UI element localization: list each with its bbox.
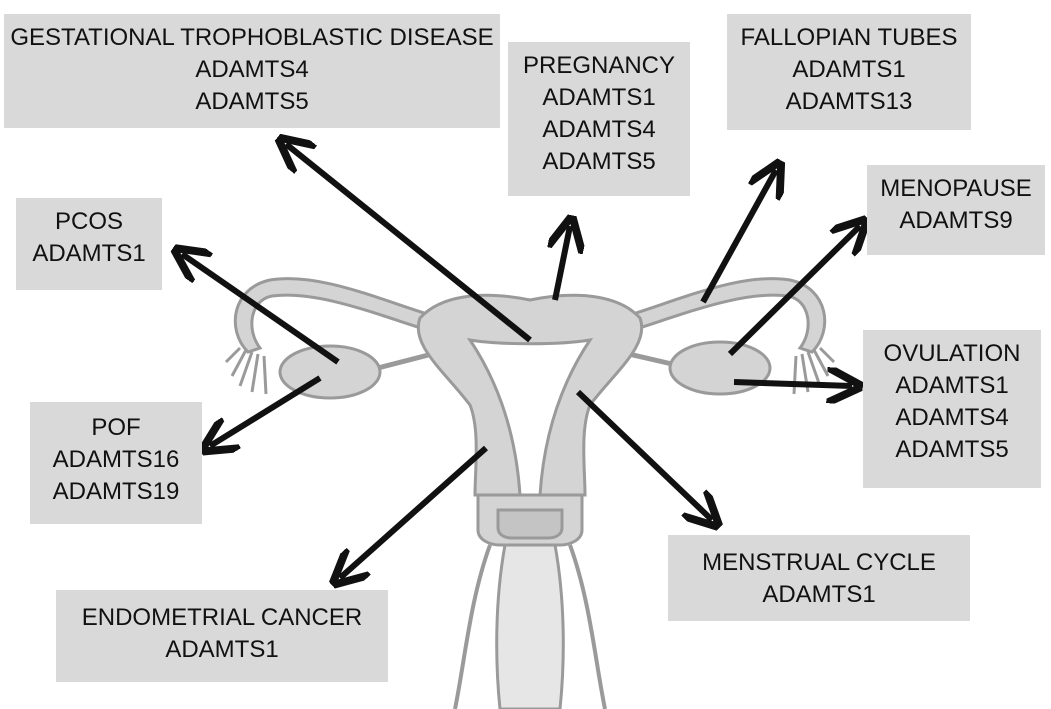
gene-label: ADAMTS5 xyxy=(508,146,690,178)
ovulation-box: OVULATION ADAMTS1 ADAMTS4 ADAMTS5 xyxy=(863,330,1041,488)
gene-label: ADAMTS4 xyxy=(4,54,500,86)
gene-label: ADAMTS1 xyxy=(56,634,388,666)
gene-label: ADAMTS5 xyxy=(4,86,500,118)
pcos-box: PCOS ADAMTS1 xyxy=(16,198,162,290)
box-title: MENOPAUSE xyxy=(867,173,1045,205)
gene-label: ADAMTS4 xyxy=(508,114,690,146)
fallopian-tubes-box: FALLOPIAN TUBES ADAMTS1 ADAMTS13 xyxy=(727,14,971,130)
gestational-trophoblastic-disease-box: GESTATIONAL TROPHOBLASTIC DISEASE ADAMTS… xyxy=(4,14,500,128)
gene-label: ADAMTS4 xyxy=(863,402,1041,434)
gene-label: ADAMTS9 xyxy=(867,205,1045,237)
box-title: ENDOMETRIAL CANCER xyxy=(56,602,388,634)
gene-label: ADAMTS1 xyxy=(508,82,690,114)
box-title: MENSTRUAL CYCLE xyxy=(668,547,970,579)
box-title: GESTATIONAL TROPHOBLASTIC DISEASE xyxy=(4,22,500,54)
gene-label: ADAMTS1 xyxy=(668,579,970,611)
endometrial-cancer-box: ENDOMETRIAL CANCER ADAMTS1 xyxy=(56,590,388,682)
vaginal-canal xyxy=(497,545,564,709)
box-title: PREGNANCY xyxy=(508,50,690,82)
cervix-inner xyxy=(498,510,562,538)
box-title: OVULATION xyxy=(863,338,1041,370)
menopause-box: MENOPAUSE ADAMTS9 xyxy=(867,165,1045,255)
arrow-menstrual-cycle xyxy=(578,392,712,520)
arrow-pregnancy xyxy=(555,226,570,300)
pregnancy-box: PREGNANCY ADAMTS1 ADAMTS4 ADAMTS5 xyxy=(508,42,690,196)
box-title: POF xyxy=(30,412,202,444)
pof-box: POF ADAMTS16 ADAMTS19 xyxy=(30,402,202,524)
gene-label: ADAMTS13 xyxy=(727,86,971,118)
left-fimbriae xyxy=(226,348,266,394)
gene-label: ADAMTS1 xyxy=(863,370,1041,402)
gene-label: ADAMTS5 xyxy=(863,434,1041,466)
gene-label: ADAMTS19 xyxy=(30,476,202,508)
gene-label: ADAMTS16 xyxy=(30,444,202,476)
menstrual-cycle-box: MENSTRUAL CYCLE ADAMTS1 xyxy=(668,535,970,621)
arrow-ovulation xyxy=(734,382,852,386)
arrow-endometrial-cancer xyxy=(340,448,486,578)
gene-label: ADAMTS1 xyxy=(16,238,162,270)
box-title: PCOS xyxy=(16,206,162,238)
gene-label: ADAMTS1 xyxy=(727,54,971,86)
right-ovary xyxy=(670,342,770,394)
box-title: FALLOPIAN TUBES xyxy=(727,22,971,54)
